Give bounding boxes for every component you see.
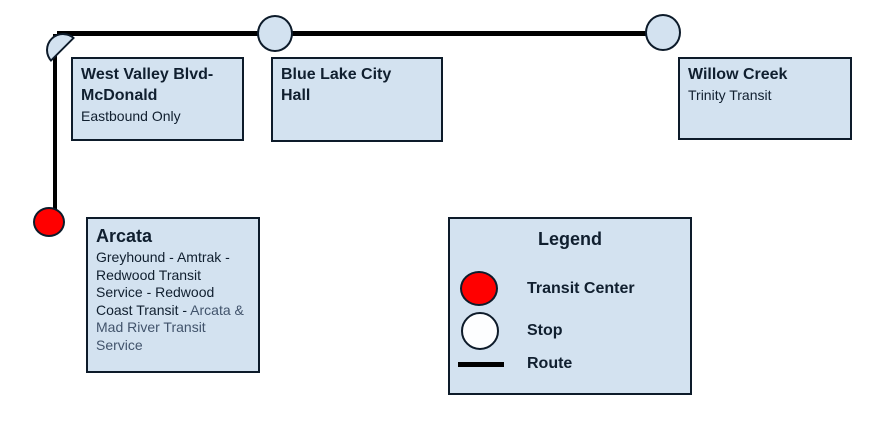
legend-label-stop: Stop bbox=[527, 322, 563, 339]
stop-label-box-west-valley: West Valley Blvd-McDonald Eastbound Only bbox=[71, 57, 244, 141]
stop-swatch-icon bbox=[461, 312, 499, 350]
legend-title: Legend bbox=[537, 229, 602, 249]
stop-note: Greyhound - Amtrak - Redwood Transit Ser… bbox=[96, 249, 244, 354]
stop-note-agencies: Greyhound - Amtrak - Redwood Transit Ser… bbox=[96, 249, 230, 318]
route-line-vertical bbox=[53, 34, 57, 210]
stop-name: West Valley Blvd-McDonald bbox=[81, 66, 214, 104]
route-swatch-icon bbox=[458, 362, 504, 367]
stop-note: Eastbound Only bbox=[81, 107, 181, 124]
legend-label-transit-center: Transit Center bbox=[527, 280, 635, 297]
legend-label-route: Route bbox=[527, 355, 573, 372]
stop-label-box-willow-creek: Willow Creek Trinity Transit bbox=[678, 57, 852, 140]
stop-name: Arcata bbox=[96, 226, 153, 246]
stop-note: Trinity Transit bbox=[688, 86, 772, 103]
stop-name: Blue Lake City Hall bbox=[281, 66, 392, 104]
route-line-horizontal bbox=[57, 31, 650, 36]
legend: Legend Transit Center Stop Route bbox=[448, 217, 692, 395]
stop-name: Willow Creek bbox=[688, 66, 788, 83]
stop-marker-willow-creek bbox=[645, 14, 681, 51]
stop-label-box-blue-lake: Blue Lake City Hall bbox=[271, 57, 443, 142]
stop-marker-blue-lake bbox=[257, 15, 293, 52]
transit-center-marker-arcata bbox=[33, 207, 65, 237]
stop-note-agencies-secondary: Arcata & Mad River Transit Service bbox=[96, 301, 244, 353]
transit-center-label-box-arcata: Arcata Greyhound - Amtrak - Redwood Tran… bbox=[86, 217, 260, 373]
transit-center-swatch-icon bbox=[460, 271, 498, 306]
